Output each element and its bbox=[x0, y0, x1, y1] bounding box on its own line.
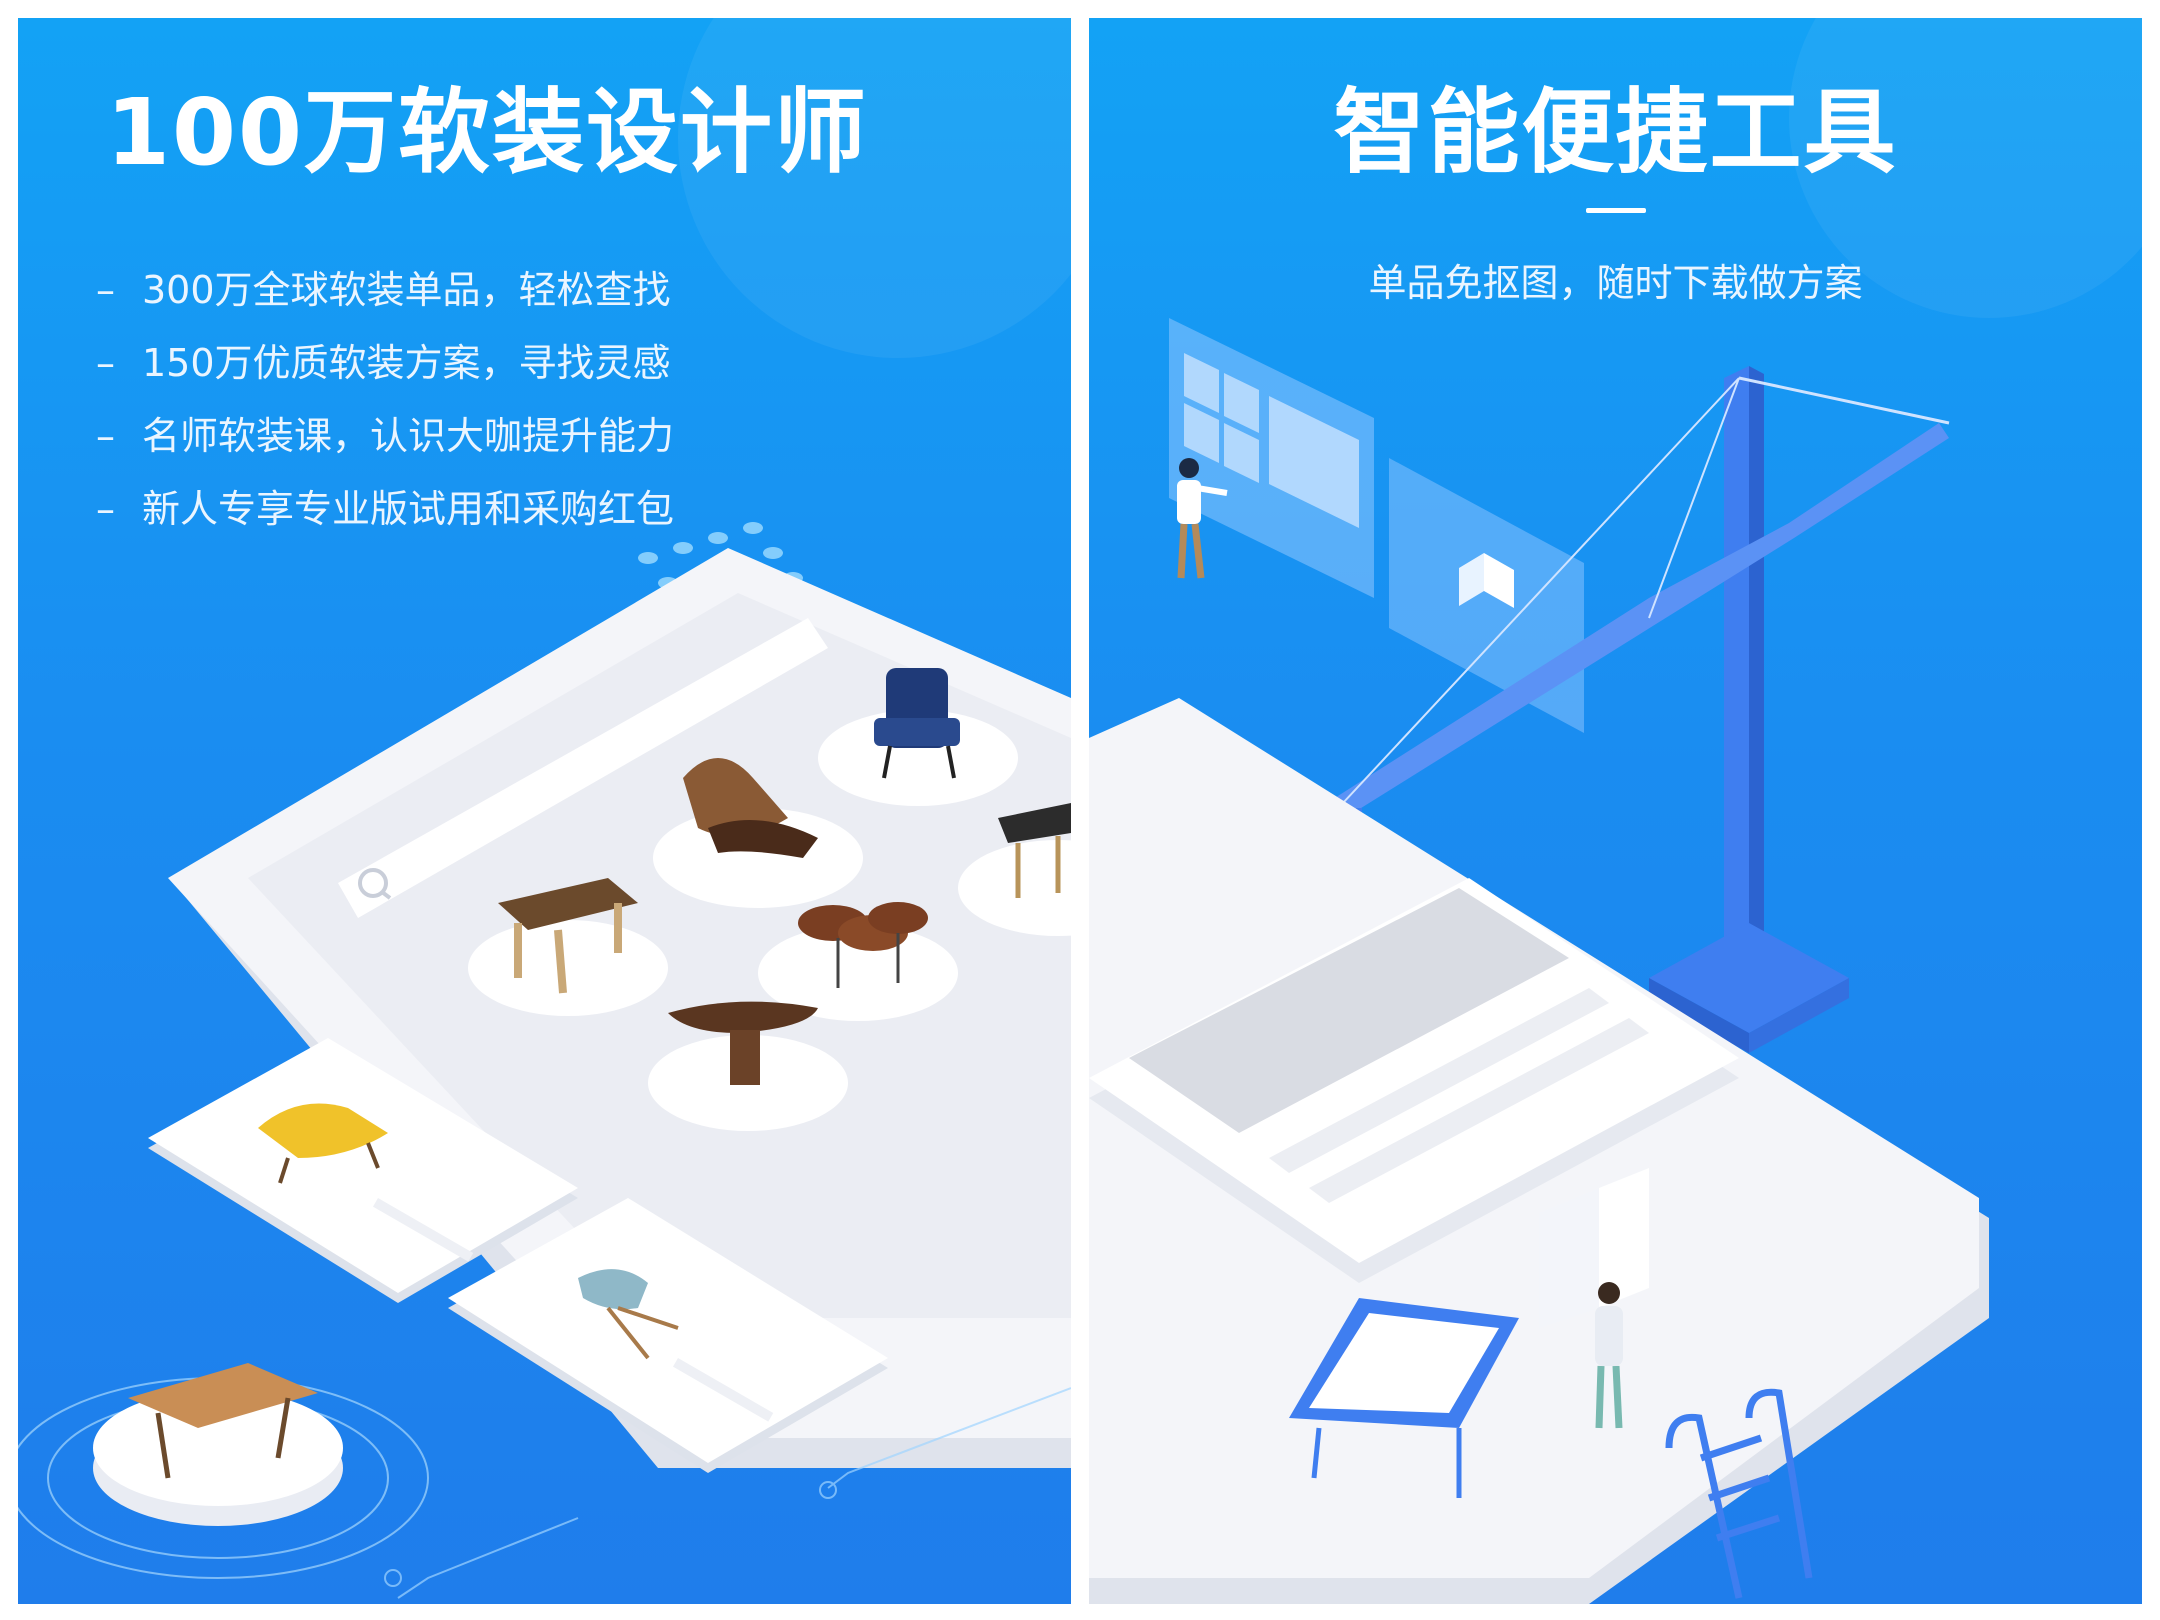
feature-item: –300万全球软装单品，轻松查找 bbox=[96, 268, 671, 312]
open-book bbox=[1539, 1168, 1649, 1328]
right-subtitle: 单品免抠图，随时下载做方案 bbox=[1368, 261, 1863, 305]
floating-card-blue-chair[interactable] bbox=[448, 1198, 888, 1473]
app-logo-icon bbox=[1459, 553, 1514, 608]
worker-figure bbox=[1177, 458, 1228, 579]
product-grid bbox=[468, 668, 1071, 1131]
feature-item: –名师软装课，认识大咖提升能力 bbox=[96, 414, 675, 458]
left-headline: 100万软装设计师 bbox=[106, 79, 869, 186]
right-illustration bbox=[1089, 18, 2142, 1604]
product-lounge-chair[interactable] bbox=[653, 758, 863, 908]
feature-text: 新人专享专业版试用和采购红包 bbox=[142, 487, 675, 531]
feature-text: 300万全球软装单品，轻松查找 bbox=[142, 268, 671, 312]
right-headline: 智能便捷工具 bbox=[1333, 79, 1898, 186]
product-armchair-navy[interactable] bbox=[818, 668, 1018, 806]
search-icon bbox=[358, 868, 392, 900]
feature-list: –300万全球软装单品，轻松查找 –150万优质软装方案，寻找灵感 –名师软装课… bbox=[96, 254, 674, 546]
left-illustration bbox=[18, 18, 1071, 1599]
left-promo-panel: 100万软装设计师 –300万全球软装单品，轻松查找 –150万优质软装方案，寻… bbox=[18, 18, 1071, 1604]
crane bbox=[1319, 366, 1950, 1053]
product-live-edge-table[interactable] bbox=[648, 1001, 848, 1131]
product-coffee-table[interactable] bbox=[758, 902, 958, 1021]
floating-card-yellow-chair[interactable] bbox=[148, 1038, 578, 1303]
right-promo-panel: 智能便捷工具 单品免抠图，随时下载做方案 bbox=[1089, 18, 2142, 1604]
title-divider bbox=[1586, 208, 1646, 213]
product-wood-table[interactable] bbox=[468, 878, 668, 1016]
floating-card[interactable] bbox=[1089, 878, 1739, 1283]
search-bar[interactable] bbox=[338, 618, 828, 918]
product-console-table[interactable] bbox=[958, 803, 1071, 936]
circuit-lines bbox=[384, 1387, 1071, 1599]
logo-panel bbox=[1389, 458, 1584, 733]
background-glow bbox=[1789, 18, 2142, 318]
pedestal-desk[interactable] bbox=[18, 1363, 429, 1579]
reader-figure bbox=[1595, 1282, 1623, 1429]
feature-item: –新人专享专业版试用和采购红包 bbox=[96, 487, 675, 531]
pool-ladder bbox=[1665, 1388, 1813, 1599]
blue-desk bbox=[1289, 1298, 1519, 1498]
background-glow bbox=[678, 18, 1071, 358]
feature-text: 150万优质软装方案，寻找灵感 bbox=[142, 341, 671, 385]
feature-text: 名师软装课，认识大咖提升能力 bbox=[142, 414, 675, 458]
feature-item: –150万优质软装方案，寻找灵感 bbox=[96, 341, 671, 385]
window-panel bbox=[1169, 318, 1374, 598]
